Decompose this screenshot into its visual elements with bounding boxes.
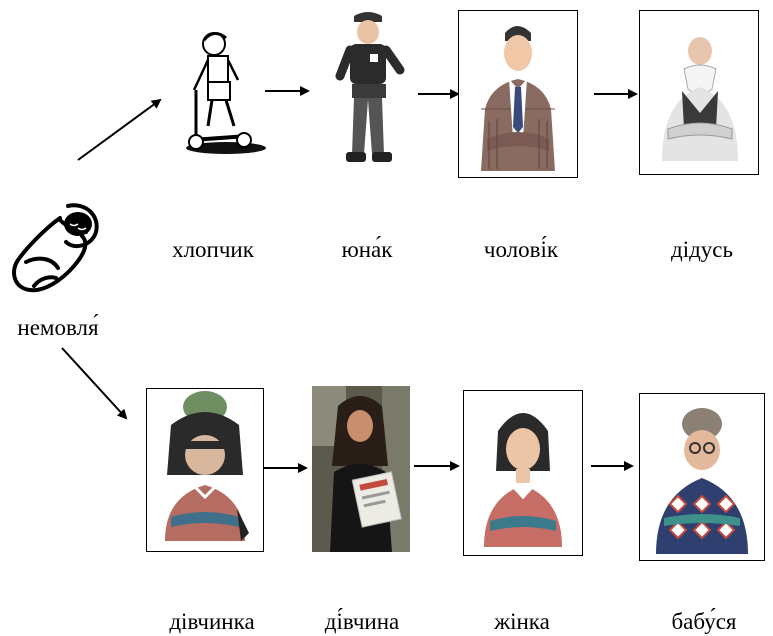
label-boy: хлопчик xyxy=(172,237,254,262)
label-baby: немовля́ xyxy=(17,315,99,340)
label-woman: жінка xyxy=(494,609,550,634)
label-grandfather: дідусь xyxy=(671,237,733,262)
grandmother-frame xyxy=(639,393,765,561)
label-little-girl: дівчинка xyxy=(169,609,255,634)
teen-boy-icon xyxy=(330,10,408,168)
label-youth: юна́к xyxy=(341,237,393,262)
man-frame xyxy=(458,10,578,178)
grandfather-icon xyxy=(662,37,738,161)
grandmother-icon xyxy=(656,408,748,554)
swaddled-baby-icon xyxy=(8,198,104,296)
woman-frame xyxy=(463,390,583,556)
little-girl-frame xyxy=(146,388,264,552)
label-girl: ді́вчина xyxy=(324,609,400,634)
arrow-baby-to-boy xyxy=(77,98,162,161)
grandfather-frame xyxy=(639,10,759,175)
label-man: чолові́к xyxy=(483,237,559,262)
boy-on-scooter-icon xyxy=(178,30,268,158)
label-grandmother: бабу́ся xyxy=(671,609,737,634)
little-girl-icon xyxy=(165,391,249,541)
arrow-baby-to-little-girl xyxy=(61,347,128,420)
woman-icon xyxy=(484,413,562,547)
young-woman-photo-image xyxy=(312,386,410,552)
man-in-suit-icon xyxy=(481,26,555,171)
young-woman-photo xyxy=(312,386,410,552)
